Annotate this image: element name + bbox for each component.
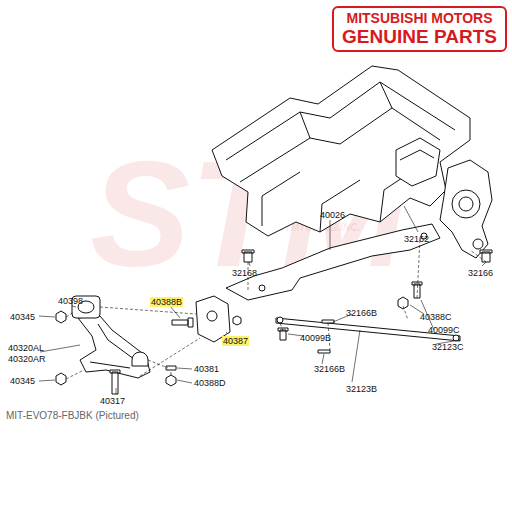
washer [318,350,330,353]
mount-bolt [242,250,254,262]
part-number: 40381 [194,364,219,374]
part-number: 40388D [194,378,226,388]
nut [166,375,176,386]
nut [398,297,408,309]
part-number: 40345 [10,312,35,322]
badge-heading: MITSUBISHI MOTORS [342,10,497,26]
nut [56,373,66,385]
part-number: 40388C [420,312,452,322]
arm-bolt [110,370,120,394]
part-number: 40320AR [8,354,46,364]
part-number: 40345 [10,376,35,386]
brace-plate [226,224,440,300]
lower-arm [78,316,150,378]
part-number: 40317 [100,396,125,406]
crossmember-rail [226,82,455,232]
crossmember [212,66,470,236]
part-number: 40026 [320,210,345,220]
part-number: 32123C [432,342,464,352]
badge-body: GENUINE PARTS [342,26,497,48]
part-number: 40398 [58,296,83,306]
part-number: 32168 [232,268,257,278]
bolt-40388B [172,318,193,327]
bolt [278,328,288,340]
part-number: 32166B [314,364,345,374]
part-number: 32162 [404,234,429,244]
part-number: 40099B [300,333,331,343]
part-number: 32123B [346,384,377,394]
steering-knuckle [440,160,492,258]
leader-line [39,206,486,394]
part-number: 32166 [468,268,493,278]
mount-bolt [480,250,492,262]
part-number: 40320AL [8,343,44,353]
part-number: 40387 [222,336,249,346]
caption: MIT-EVO78-FBJBK (Pictured) [6,410,139,421]
nut [233,316,241,325]
washer [322,320,334,323]
part-number: 32166B [346,308,377,318]
part-number: 40388B [150,297,183,307]
brand-badge: MITSUBISHI MOTORSGENUINE PARTS [332,6,507,52]
part-number: 40099C [428,325,460,335]
ball-joint [132,352,148,366]
nut [56,311,66,323]
crossmember-bracket [396,138,440,186]
